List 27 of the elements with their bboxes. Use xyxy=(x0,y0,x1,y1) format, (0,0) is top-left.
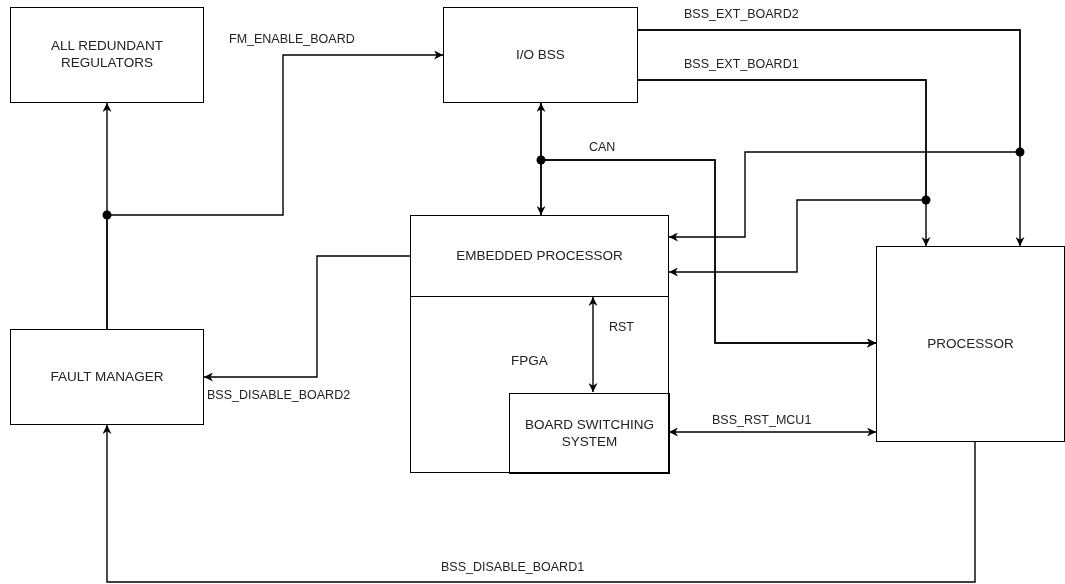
arrow xyxy=(668,427,877,437)
node-label: BOARD SWITCHING SYSTEM xyxy=(524,416,655,451)
process-box xyxy=(876,246,1065,442)
arrow xyxy=(203,255,411,382)
node-label: ALL REDUNDANT REGULATORS xyxy=(50,38,164,72)
process-box xyxy=(509,393,670,474)
node-label: EMBEDDED PROCESSOR xyxy=(456,247,623,265)
node-label: FPGA xyxy=(511,353,548,370)
arrow xyxy=(588,296,598,393)
edge-label: BSS_EXT_BOARD2 xyxy=(683,8,800,22)
process-box xyxy=(410,215,669,297)
edge-label: BSS_DISABLE_BOARD1 xyxy=(440,561,586,575)
arrow xyxy=(637,79,927,277)
node-label: I/O BSS xyxy=(516,46,565,64)
process-box xyxy=(10,7,204,103)
process-box xyxy=(443,7,638,103)
process-box xyxy=(10,329,204,425)
process-box xyxy=(410,296,669,473)
edge-label: BSS_DISABLE_BOARD2 xyxy=(206,389,352,403)
edge-label: BSS_EXT_BOARD1 xyxy=(683,58,800,72)
arrow xyxy=(102,424,976,583)
node-label: FAULT MANAGER xyxy=(50,368,164,386)
edge-label: FM_ENABLE_BOARD xyxy=(228,33,356,47)
node-label: PROCESSOR xyxy=(927,335,1014,353)
arrow xyxy=(106,50,444,330)
arrow xyxy=(540,159,877,348)
edge-label: BSS_RST_MCU1 xyxy=(711,414,813,428)
